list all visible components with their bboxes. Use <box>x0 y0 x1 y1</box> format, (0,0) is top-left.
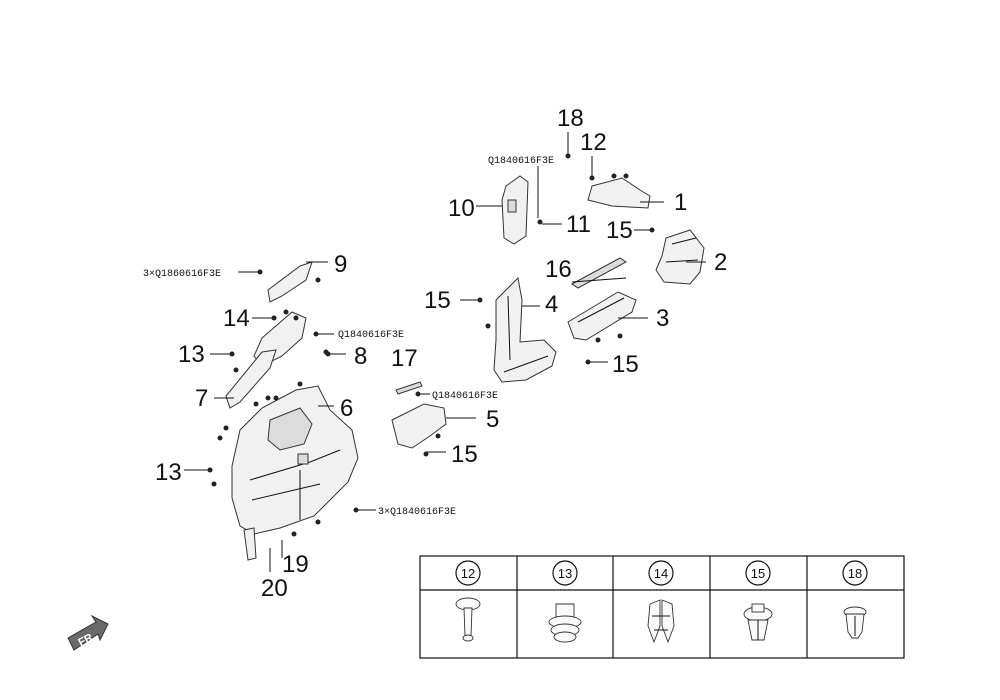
callout-17: 17 <box>391 345 418 372</box>
part-4-edge <box>503 295 549 373</box>
part-9-panel <box>267 261 313 303</box>
callout-8: 8 <box>354 343 367 370</box>
fir-tree-clip-icon <box>548 603 582 643</box>
part-2-edge <box>665 237 699 263</box>
table-header-circle-14 <box>648 560 674 586</box>
part-5-panel <box>391 403 447 449</box>
callout-12: 12 <box>580 129 607 156</box>
callout-7: 7 <box>195 385 208 412</box>
callout-9: 9 <box>334 251 347 278</box>
callout-18: 18 <box>557 105 584 132</box>
callout-13-a: 13 <box>178 341 205 368</box>
callout-19: 19 <box>282 551 309 578</box>
callout-10: 10 <box>448 195 475 222</box>
spring-clip-icon <box>647 599 675 644</box>
leader-lines <box>184 132 706 572</box>
callout-2: 2 <box>714 249 727 276</box>
code-label-left: 3×Q1860616F3E <box>143 269 221 280</box>
push-pin-clip-icon <box>455 597 481 642</box>
table-header-13: 13 <box>558 566 572 581</box>
table-header-18: 18 <box>848 566 862 581</box>
front-direction-badge: FR <box>67 614 109 651</box>
part-6-edge <box>249 449 341 520</box>
part-3-panel <box>567 291 637 341</box>
code-label-upper: Q1840616F3E <box>488 156 554 167</box>
callout-15-c: 15 <box>612 351 639 378</box>
callout-15-a: 15 <box>606 217 633 244</box>
code-label-part17: Q1840616F3E <box>432 391 498 402</box>
code-label-lower: 3×Q1840616F3E <box>378 507 456 518</box>
rivet-clip-icon <box>743 603 773 641</box>
part-6-vent <box>297 453 309 465</box>
fastener-table: 12 13 14 15 18 <box>419 555 905 659</box>
callout-6: 6 <box>340 395 353 422</box>
part-2-panel <box>655 229 705 285</box>
callout-15-d: 15 <box>451 441 478 468</box>
part-16-strip <box>571 257 627 289</box>
table-header-12: 12 <box>461 566 475 581</box>
callout-16: 16 <box>545 256 572 283</box>
part-6-pocket <box>267 407 313 451</box>
table-header-15: 15 <box>751 566 765 581</box>
table-header-circle-12 <box>455 560 481 586</box>
callout-13-b: 13 <box>155 459 182 486</box>
callout-14: 14 <box>223 305 250 332</box>
part-17-strip <box>395 381 423 395</box>
part-7-panel <box>225 349 277 409</box>
callout-5: 5 <box>486 406 499 433</box>
callout-11: 11 <box>566 211 591 238</box>
part-10-slot <box>507 199 517 213</box>
callout-3: 3 <box>656 305 669 332</box>
callout-4: 4 <box>545 291 558 318</box>
table-header-14: 14 <box>654 566 668 581</box>
part-1-panel <box>587 177 651 209</box>
table-header-circle-13 <box>552 560 578 586</box>
callout-1: 1 <box>674 189 687 216</box>
fastener-dots <box>207 153 655 537</box>
fr-arrow-icon <box>67 614 109 651</box>
code-label-mid: Q1840616F3E <box>338 330 404 341</box>
callout-20: 20 <box>261 575 288 602</box>
snap-clip-icon <box>843 606 867 639</box>
callout-15-b: 15 <box>424 287 451 314</box>
table-header-circle-18 <box>842 560 868 586</box>
table-header-circle-15 <box>745 560 771 586</box>
part-20-tab <box>243 527 257 561</box>
part-3-edge <box>577 297 625 323</box>
